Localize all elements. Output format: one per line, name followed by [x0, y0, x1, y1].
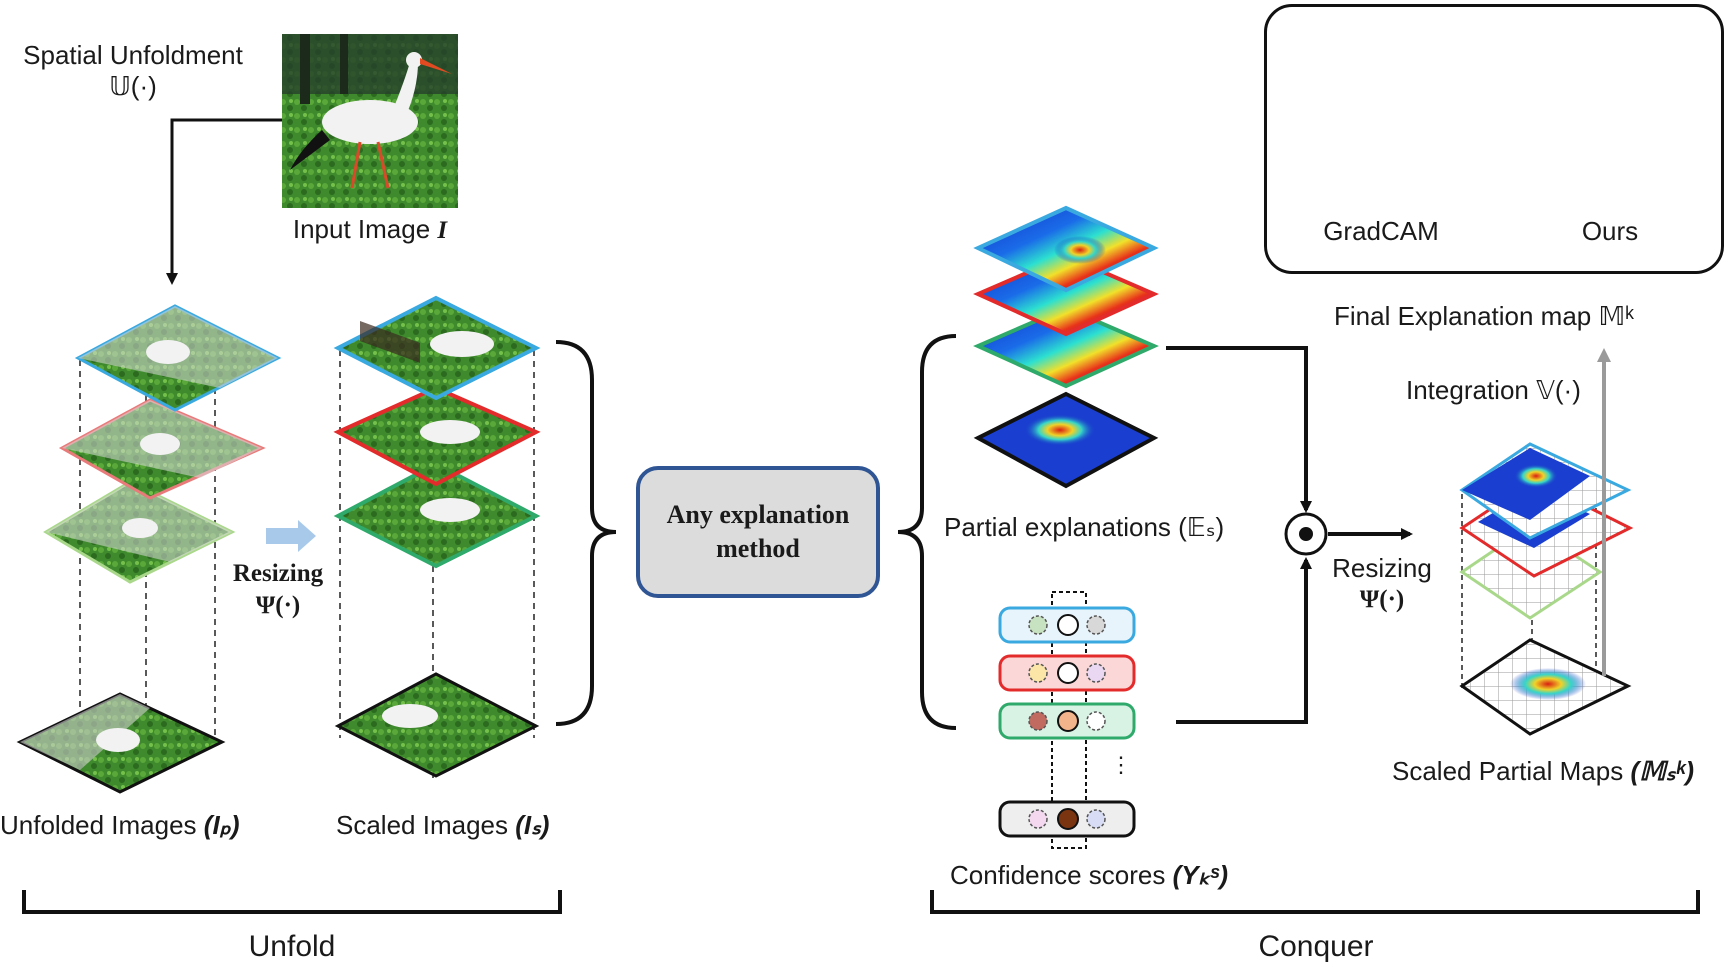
ours-caption: Ours: [1581, 216, 1639, 246]
vertical-ellipsis: ⋮: [1110, 752, 1132, 777]
unfold-arrow: [166, 118, 282, 285]
resizing-label-left: Resizing Ψ(·): [232, 560, 324, 619]
input-image: [282, 34, 458, 208]
scores-connector: [1176, 557, 1312, 724]
explanation-method-box: Any explanation method: [636, 466, 880, 598]
integration-label: Integration 𝕍(·): [1406, 375, 1581, 405]
confidence-scores: [998, 591, 1136, 849]
unfolded-images-label: Unfolded Images (Iₚ): [0, 810, 240, 840]
gradcam-caption: GradCAM: [1323, 216, 1439, 246]
partial-explanations-label: Partial explanations (𝔼ₛ): [944, 512, 1225, 542]
stork-figure: [290, 52, 452, 189]
resizing-label-right: Resizing Ψ(·): [1332, 553, 1432, 613]
elementwise-product-icon: [1284, 512, 1328, 556]
final-explanation-label: Final Explanation map 𝕄ᵏ: [1334, 301, 1634, 331]
scaled-images-stack: [333, 295, 541, 778]
partial-explanations-stack: [973, 205, 1159, 489]
unfold-bracket: [22, 890, 562, 914]
resize-arrow-icon: [266, 520, 316, 552]
heatmap-tile-red: [973, 253, 1159, 337]
input-image-label: Input Image I: [292, 214, 448, 244]
conquer-section-title: Conquer: [1258, 930, 1374, 963]
heatmap-tile-green: [973, 305, 1159, 389]
scaled-partial-maps-stack: [1459, 442, 1634, 736]
confidence-scores-label: Confidence scores (Yₖˢ): [950, 860, 1228, 890]
explanations-connector: [1166, 346, 1312, 513]
spatial-unfoldment-label: Spatial Unfoldment 𝕌(·): [23, 40, 243, 101]
unfold-section-title: Unfold: [248, 930, 336, 963]
right-brace: [897, 334, 957, 730]
scaled-partial-maps-label: Scaled Partial Maps (𝕄ₛᵏ): [1392, 756, 1695, 786]
scaled-base-tile: [334, 672, 540, 778]
unfolded-images-stack: [16, 304, 282, 794]
scaled-images-label: Scaled Images (Iₛ): [336, 810, 550, 840]
left-brace: [555, 340, 617, 726]
conquer-bracket: [930, 890, 1700, 914]
result-comparison-box: [1264, 4, 1724, 274]
